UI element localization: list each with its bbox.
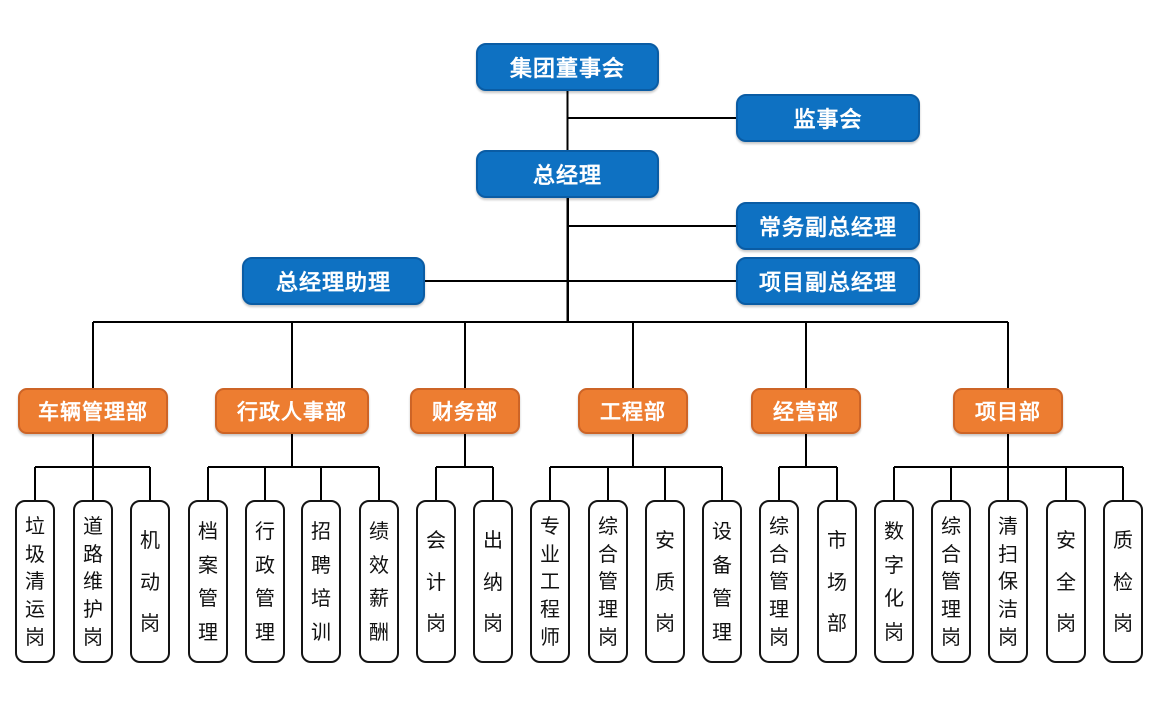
- position-digitalization: 数字化岗: [874, 500, 914, 663]
- position-market: 市场部: [817, 500, 857, 663]
- supervisory-board-node: 监事会: [736, 94, 920, 142]
- dept-operations: 经营部: [751, 388, 861, 434]
- position-general-management-proj: 综合管理岗: [931, 500, 971, 663]
- position-accountant: 会计岗: [416, 500, 456, 663]
- gm-assistant-node: 总经理助理: [242, 257, 425, 305]
- position-safety-quality: 安质岗: [645, 500, 685, 663]
- dept-finance: 财务部: [410, 388, 520, 434]
- project-deputy-gm-node: 项目副总经理: [736, 257, 920, 305]
- position-garbage-removal: 垃圾清运岗: [15, 500, 55, 663]
- position-sweeping-cleaning: 清扫保洁岗: [988, 500, 1028, 663]
- position-equipment-management: 设备管理: [702, 500, 742, 663]
- general-manager-node: 总经理: [476, 150, 659, 198]
- position-safety: 安全岗: [1046, 500, 1086, 663]
- position-general-management-eng: 综合管理岗: [588, 500, 628, 663]
- position-mobile: 机动岗: [130, 500, 170, 663]
- position-archive-management: 档案管理: [188, 500, 228, 663]
- position-cashier: 出纳岗: [473, 500, 513, 663]
- dept-project: 项目部: [953, 388, 1063, 434]
- position-quality-inspection: 质检岗: [1103, 500, 1143, 663]
- board-node: 集团董事会: [476, 43, 659, 91]
- exec-deputy-gm-node: 常务副总经理: [736, 202, 920, 250]
- dept-admin-hr: 行政人事部: [215, 388, 369, 434]
- position-general-management-ops: 综合管理岗: [759, 500, 799, 663]
- position-admin-management: 行政管理: [245, 500, 285, 663]
- position-road-maintenance: 道路维护岗: [73, 500, 113, 663]
- dept-vehicle-management: 车辆管理部: [18, 388, 168, 434]
- position-professional-engineer: 专业工程师: [530, 500, 570, 663]
- position-performance-payroll: 绩效薪酬: [359, 500, 399, 663]
- position-recruit-training: 招聘培训: [301, 500, 341, 663]
- dept-engineering: 工程部: [578, 388, 688, 434]
